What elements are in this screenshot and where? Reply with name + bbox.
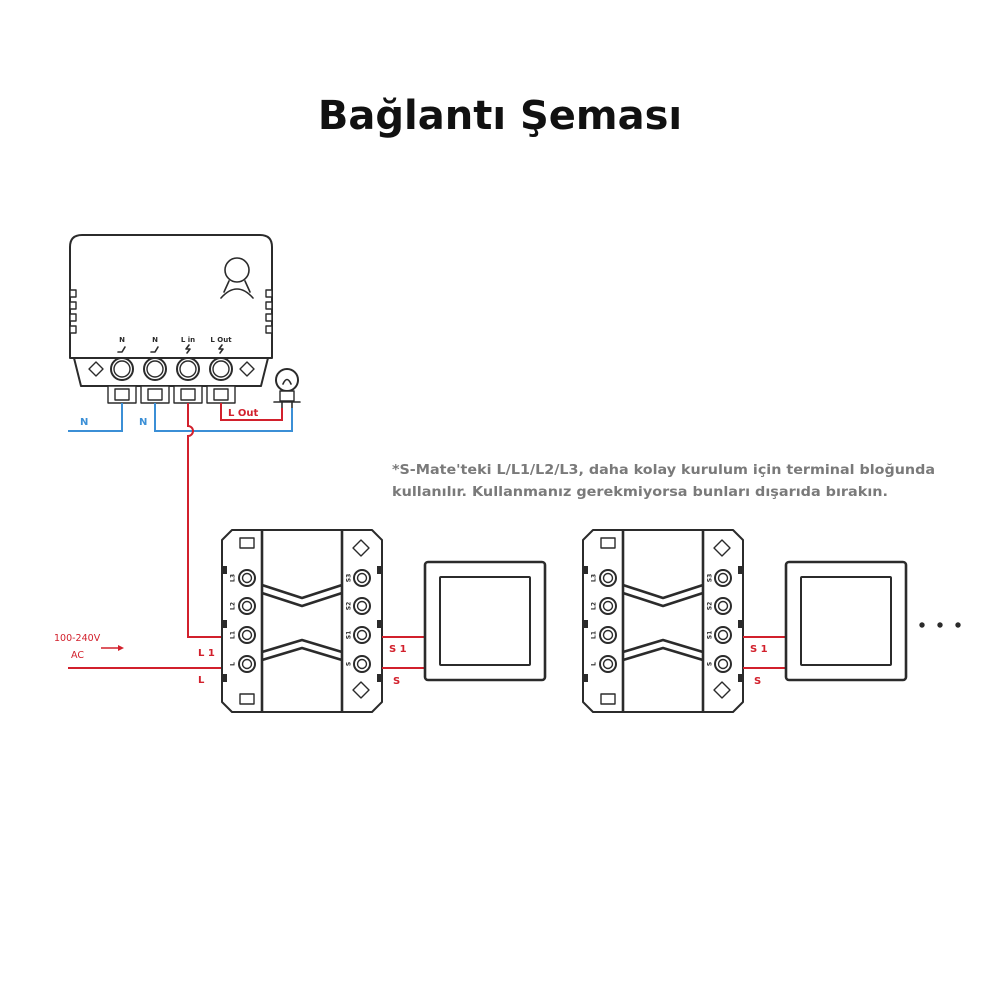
s-mate-module: L3 L2 L1 L S3 S2 S1 S	[221, 529, 383, 713]
side-vents-right	[265, 289, 273, 334]
terminal-screws	[110, 357, 233, 381]
smart-switch-module: N N L in L Out	[69, 234, 273, 404]
terminal-label-s2: S2	[707, 602, 714, 611]
terminal-label-l-out: L Out	[210, 336, 232, 344]
right-terminal-column: S3 S2 S1 S	[346, 569, 371, 673]
center-chevrons	[622, 583, 704, 662]
terminal-label-l: L	[230, 662, 237, 666]
s-mate-l1-label: L 1	[198, 648, 215, 659]
neutral-in-label: N	[80, 417, 88, 428]
terminal-label-s3: S3	[707, 574, 714, 583]
terminal-label-s1: S1	[707, 631, 714, 640]
note-line-1: *S-Mate'teki L/L1/L2/L3, daha kolay kuru…	[392, 463, 935, 478]
terminal-label-l2: L2	[230, 602, 237, 610]
s-mate-module: L3 L2 L1 L S3 S2 S1 S	[582, 529, 744, 713]
live-symbol-icon	[185, 344, 191, 354]
neutral-symbol-icon	[150, 346, 159, 353]
load-out-label: L Out	[228, 408, 258, 419]
diamond-marker-bottom	[713, 681, 731, 699]
note-line-2: kullanılır. Kullanmanız gerekmiyorsa bun…	[392, 485, 888, 500]
wall-switch-panel	[423, 560, 547, 682]
module-body	[69, 234, 273, 359]
s-label: S	[393, 676, 400, 687]
diamond-marker-right	[239, 361, 255, 377]
terminal-label-l1: L1	[230, 631, 237, 639]
more-switches-ellipsis	[919, 622, 961, 628]
person-icon	[220, 257, 254, 299]
installation-note: *S-Mate'teki L/L1/L2/L3, daha kolay kuru…	[392, 463, 935, 500]
top-latch	[600, 537, 616, 549]
s1-label: S 1	[750, 644, 768, 655]
switch-groups: L3 L2 L1 L S3 S2 S1 S S	[221, 529, 908, 713]
arrow-right-icon	[101, 645, 124, 651]
terminal-label-n1: N	[119, 336, 125, 344]
right-terminal-column: S3 S2 S1 S	[707, 569, 732, 673]
left-terminal-column: L3 L2 L1 L	[230, 569, 256, 673]
switch-group-2: L3 L2 L1 L S3 S2 S1 S S	[582, 529, 908, 713]
page-title: Bağlantı Şeması	[318, 93, 682, 139]
s-label: S	[754, 676, 761, 687]
terminal-label-s: S	[707, 662, 714, 666]
bottom-latch	[600, 693, 616, 705]
diamond-marker-top	[352, 539, 370, 557]
load-out-wire	[220, 403, 283, 421]
center-chevrons	[261, 583, 343, 662]
live-symbol-icon	[218, 344, 224, 354]
terminal-label-l3: L3	[230, 574, 237, 582]
power-type-label: AC	[71, 650, 84, 661]
side-vents-left	[69, 289, 77, 334]
left-terminal-column: L3 L2 L1 L	[591, 569, 617, 673]
power-voltage-label: 100-240V	[54, 633, 101, 644]
neutral-symbol-icon	[117, 346, 126, 353]
neutral-out-label: N	[139, 417, 147, 428]
terminal-label-l-in: L in	[181, 336, 195, 344]
terminal-label-s: S	[346, 662, 353, 666]
live-in-wire	[187, 403, 222, 638]
diamond-marker-left	[88, 361, 104, 377]
light-bulb-icon	[273, 368, 301, 409]
bottom-latch	[239, 693, 255, 705]
wall-switch-panel	[784, 560, 908, 682]
terminal-connectors	[107, 385, 236, 404]
edge-notches	[584, 566, 742, 682]
terminal-label-s2: S2	[346, 602, 353, 611]
terminal-label-n2: N	[152, 336, 158, 344]
terminal-label-l3: L3	[591, 574, 598, 582]
s-mate-l-label: L	[198, 675, 205, 686]
edge-notches	[223, 566, 381, 682]
s1-label: S 1	[389, 644, 407, 655]
terminal-label-l2: L2	[591, 602, 598, 610]
terminal-label-s1: S1	[346, 631, 353, 640]
top-latch	[239, 537, 255, 549]
terminal-label-l1: L1	[591, 631, 598, 639]
terminal-label-l: L	[591, 662, 598, 666]
terminal-label-s3: S3	[346, 574, 353, 583]
neutral-out-wire	[154, 403, 293, 432]
diamond-marker-top	[713, 539, 731, 557]
diamond-marker-bottom	[352, 681, 370, 699]
neutral-in-wire	[68, 403, 123, 432]
terminal-band	[73, 357, 269, 387]
switch-group-1: L3 L2 L1 L S3 S2 S1 S S	[221, 529, 547, 713]
